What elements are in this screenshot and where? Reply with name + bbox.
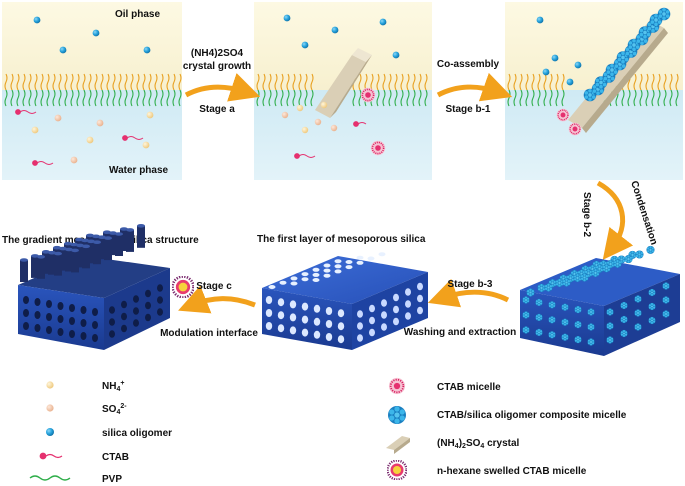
svg-text:NH4+: NH4+ <box>102 380 124 393</box>
arrow-stage-c: Stage c Modulation interface <box>160 276 258 339</box>
svg-text:crystal growth: crystal growth <box>183 61 251 72</box>
nh4-icon <box>46 381 54 389</box>
gradient-mesoporous-block: The gradient mesoporous silica structure <box>2 224 199 350</box>
silica-oligomer-icon <box>46 428 54 436</box>
composite-micelle-icon <box>388 406 406 424</box>
ctab-micelle-icon <box>388 377 406 395</box>
first-layer-title: The first layer of mesoporous silica <box>257 234 426 245</box>
svg-text:(NH4)2SO4: (NH4)2SO4 <box>191 48 244 59</box>
ctab-molecules <box>294 121 367 159</box>
water-phase-label: Water phase <box>109 165 169 176</box>
svg-text:Condensation: Condensation <box>628 180 659 247</box>
first-layer-mesoporous-block: The first layer of mesoporous silica <box>257 234 428 350</box>
svg-text:SO42-: SO42- <box>102 403 127 416</box>
ammonium-sulfate-crystal <box>315 48 372 118</box>
svg-text:Stage b-1: Stage b-1 <box>445 104 490 115</box>
so4-icon <box>46 404 54 412</box>
hexane-micelle-icon <box>387 460 407 480</box>
svg-text:(NH4)2SO4 crystal: (NH4)2SO4 crystal <box>437 438 520 450</box>
legend-left: NH4+ SO42- silica oligomer CTAB PVP <box>29 380 172 485</box>
panel-crystal-growth <box>254 2 432 180</box>
pvp-icon <box>29 475 71 481</box>
svg-text:Stage b-3: Stage b-3 <box>447 279 492 290</box>
silica-oligomers <box>33 16 151 54</box>
svg-text:Stage c: Stage c <box>196 281 232 292</box>
svg-text:n-hexane swelled CTAB micelle: n-hexane swelled CTAB micelle <box>437 466 587 477</box>
ions <box>31 111 154 164</box>
svg-text:Washing and extraction: Washing and extraction <box>404 327 516 338</box>
svg-text:Modulation interface: Modulation interface <box>160 328 258 339</box>
panel-co-assembly <box>505 2 683 180</box>
silica-oligomers <box>536 16 582 86</box>
crystal-icon <box>386 436 410 454</box>
legend-right: CTAB micelle CTAB/silica oligomer compos… <box>386 377 627 480</box>
arrow-stage-a: (NH4)2SO4 crystal growth Stage a <box>183 48 261 115</box>
svg-text:CTAB: CTAB <box>102 452 129 463</box>
ctab-molecules <box>15 109 144 166</box>
coated-crystal <box>568 7 671 133</box>
svg-text:PVP: PVP <box>102 474 122 485</box>
ions <box>281 101 338 134</box>
pvp-interface-layer <box>4 73 182 107</box>
arrow-stage-b3: Stage b-3 Washing and extraction <box>404 278 516 338</box>
oil-phase-label: Oil phase <box>115 9 160 20</box>
svg-text:Stage b-2: Stage b-2 <box>581 192 592 237</box>
arrow-stage-b1: Co-assembly Stage b-1 <box>436 59 513 115</box>
ctab-icon <box>39 452 63 460</box>
svg-text:silica oligomer: silica oligomer <box>102 428 172 439</box>
svg-text:CTAB micelle: CTAB micelle <box>437 382 501 393</box>
silica-oligomers <box>283 14 400 59</box>
svg-text:Co-assembly: Co-assembly <box>437 59 500 70</box>
svg-text:CTAB/silica oligomer composite: CTAB/silica oligomer composite micelle <box>437 410 627 421</box>
svg-text:Stage a: Stage a <box>199 104 235 115</box>
condensed-composite-block <box>520 245 680 356</box>
panel-initial-interface: Oil phase Water phase <box>2 2 182 180</box>
arrow-stage-b2: Stage b-2 Condensation <box>581 180 659 260</box>
